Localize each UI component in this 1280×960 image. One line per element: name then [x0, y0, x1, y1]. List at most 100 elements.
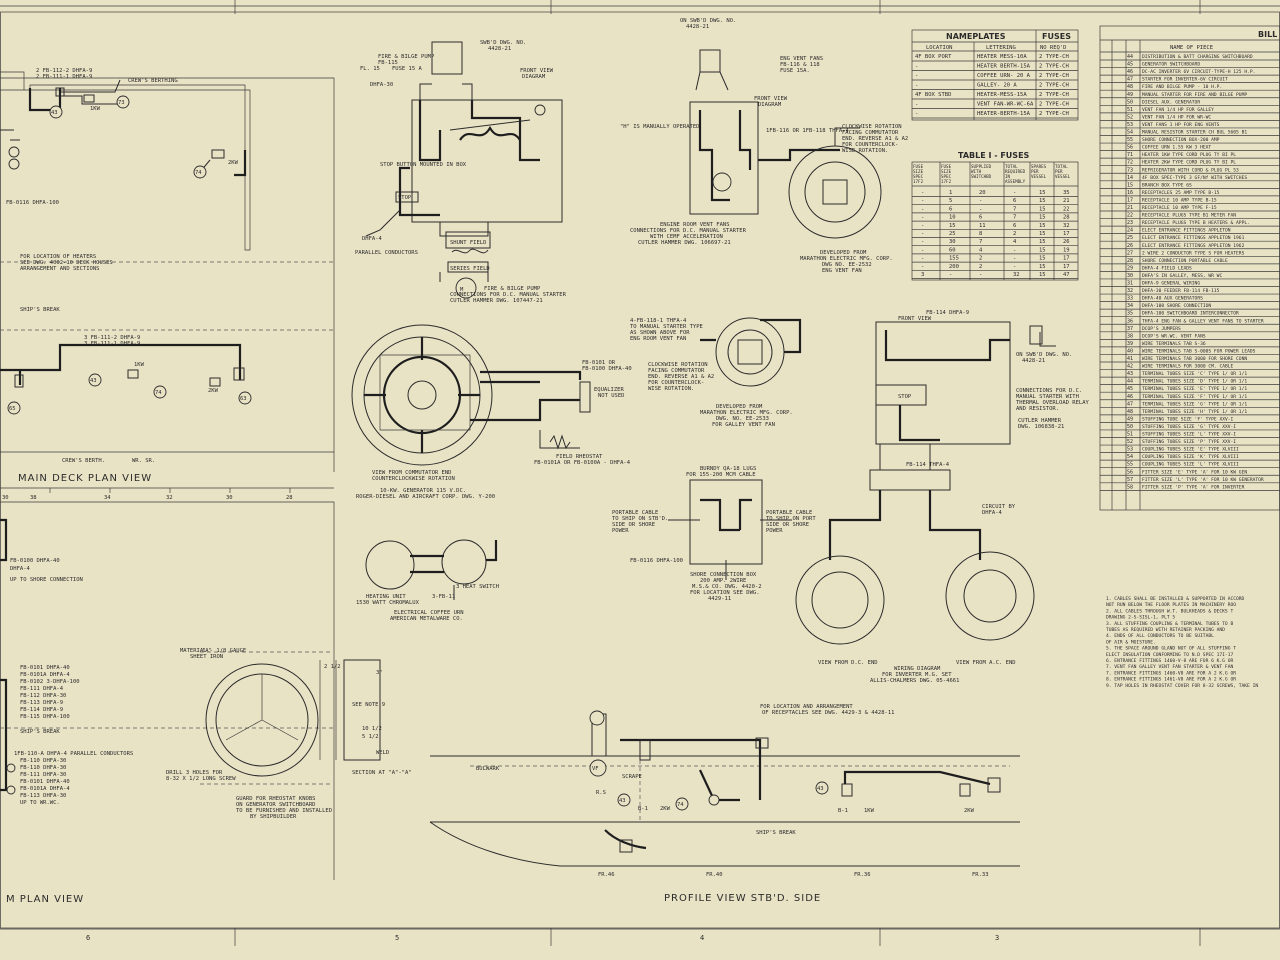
nameplate-lettering: HEATER-MESS-15A: [977, 92, 1027, 98]
bill-item-name: VENT FAN 1/4 HP FOR GALLEY: [1142, 107, 1214, 113]
nameplate-location: 4F BOX STBD: [915, 92, 951, 98]
ruler-32: 32: [166, 495, 173, 501]
table1-cell: 17: [1063, 256, 1070, 262]
main-deck-callouts: 43 73 74 43 74 63 65: [7, 95, 252, 415]
bill-item-name: FITTER SIZE 'E' TYPE 'A' FOR 10 KW GEN: [1142, 469, 1247, 475]
table1-header: VESSEL: [1055, 174, 1071, 179]
bill-item-name: DHFA-30 FEEDER FB-114 FB-115: [1142, 288, 1220, 294]
fb-list3-1: FB-0101A DHFA-4: [20, 786, 70, 792]
gen-fb0100: FB-0100 DHFA-40: [582, 366, 632, 372]
inv-wiring-1: WIRING DIAGRAM: [894, 666, 941, 672]
table1-cell: 32: [1063, 223, 1070, 229]
fb-list-7: FB-115 DHFA-100: [20, 714, 70, 720]
bill-item-no: 72: [1127, 160, 1133, 166]
vent-caption-2: CONNECTIONS FOR D.C. MANUAL STARTER: [630, 228, 747, 234]
profile-bulwark: BULWARK: [476, 766, 500, 772]
vent-fuse: FUSE 15A.: [780, 68, 810, 74]
shore-box-diagram: [668, 479, 792, 580]
bill-item-no: 55: [1127, 462, 1133, 468]
bill-item-name: DCOP'S WR.WC. VENT FANS: [1142, 333, 1206, 339]
vent-cw-1: CLOCKWISE ROTATION: [842, 124, 902, 130]
bill-item-name: TERMINAL TUBES SIZE 'G' TYPE 1/ OR 1/1: [1142, 401, 1247, 407]
vent-dev-3: DWG NO. EE-2532: [822, 262, 872, 268]
vent-cw-2: FACING COMMUTATOR: [842, 130, 899, 136]
table1-cell: -: [1013, 190, 1016, 196]
table1-cell: 15: [949, 223, 956, 229]
np-h-location: LOCATION: [926, 45, 953, 51]
table1-cell: 47: [1063, 272, 1070, 278]
coffee-caption-2: AMERICAN METALWARE CO.: [390, 616, 463, 622]
table1-header: REQUIRED: [1005, 169, 1026, 174]
table1-header: IN: [1005, 174, 1011, 179]
bill-item-name: DHFA'S IN GALLEY, MESS, WR WC: [1142, 273, 1222, 279]
main-deck-title: MAIN DECK PLAN VIEW: [18, 473, 152, 484]
guard-a-mark: "A": [202, 648, 212, 654]
table1-header: SIZE: [913, 169, 924, 174]
shore-lugs-2: FOR 155-200 MCM CABLE: [686, 472, 756, 478]
bill-item-no: 48: [1127, 84, 1133, 90]
bill-item-no: 23: [1127, 220, 1133, 226]
table1-cell: 6: [1013, 198, 1016, 204]
bill-item-name: DIESEL AUX. GENERATOR: [1142, 99, 1200, 105]
fb-list-2: FB-0102 3-DHFA-100: [20, 679, 80, 685]
np-h-lettering: LETTERING: [986, 45, 1016, 51]
bill-item-name: THFA-4 ENG FAN & GALLEY VENT FANS TO STA…: [1142, 318, 1264, 324]
bulb-73: 73: [118, 100, 125, 106]
frame-33: FR.33: [972, 872, 989, 878]
inv-fb: FB-114 DHFA-9: [926, 310, 969, 316]
bilge-diagram: DIAGRAM: [522, 74, 546, 80]
bill-item-no: 33: [1127, 296, 1133, 302]
profile-note-1: FOR LOCATION AND ARRANGEMENT: [760, 704, 853, 710]
bill-item-no: 52: [1127, 114, 1133, 120]
table1-cell: 4: [979, 247, 983, 253]
table1-cell: 35: [1063, 190, 1070, 196]
bill-item-name: ELECT ENTRANCE FITTINGS APPLETON 1962: [1142, 243, 1245, 249]
table1-cell: 2: [979, 264, 982, 270]
bill-item-no: 34: [1127, 303, 1133, 309]
heaters-note-3: ARRANGEMENT AND SECTIONS: [20, 266, 99, 272]
ships-break-1: SHIP'S BREAK: [20, 307, 60, 313]
note-line: 9. TAP HOLES IN RHEOSTAT COVER FOR 8-32 …: [1106, 683, 1258, 689]
guard-drill-1: DRILL 3 HOLES FOR: [166, 770, 223, 776]
inv-circuit-2: DHFA-4: [982, 510, 1003, 516]
label-2kw-b: 2KW: [208, 388, 219, 394]
bulb-63: 63: [240, 396, 247, 402]
bill-item-no: 31: [1127, 281, 1133, 287]
fb-list: FB-0101 DHFA-40 FB-0101A DHFA-4 FB-0102 …: [20, 665, 80, 720]
main-deck-plan: [0, 71, 336, 880]
table1-cell: -: [921, 231, 924, 237]
note-line: 4. ENDS OF ALL CONDUCTORS TO BE SUITABL: [1106, 633, 1214, 639]
note-line: 1. CABLES SHALL BE INSTALLED & SUPPORTED…: [1106, 596, 1245, 602]
bill-item-name: DHFA-9 GENERAL WIRING: [1142, 281, 1200, 287]
bill-item-name: COUPLING TUBES SIZE 'K' TYPE XLVIII: [1142, 454, 1239, 460]
bill-item-no: 54: [1127, 454, 1133, 460]
guard-dim-2: 2 1/2: [324, 664, 341, 670]
profile-b1: B-1: [638, 806, 648, 812]
coffee-heating-1: HEATING UNIT: [366, 594, 406, 600]
coffee-caption-1: ELECTRICAL COFFEE URN: [394, 610, 464, 616]
zone-5: 5: [395, 934, 399, 942]
bill-table: [1099, 25, 1280, 511]
galley-cw-3: END. REVERSE A1 & A2: [648, 374, 714, 380]
table1-cell: -: [979, 272, 982, 278]
bill-item-name: STUFFING TUBES SIZE 'G' TYPE XXV-I: [1142, 424, 1236, 430]
fb-list2-0: FB-110 DHFA-30: [20, 758, 66, 764]
table1-cell: 10: [949, 215, 956, 221]
guard-dim-3: 3": [376, 670, 383, 676]
bill-item-name: COFFEE URN 1.55 KW 3 HEAT: [1142, 145, 1211, 151]
galley-dev-4: FOR GALLEY VENT FAN: [712, 422, 775, 428]
nameplate-fuse: 2 TYPE-CH: [1039, 102, 1069, 108]
zone-ticks: [234, 0, 1201, 946]
fb-list-0: FB-0101 DHFA-40: [20, 665, 70, 671]
profile-b1b: B-1: [838, 808, 848, 814]
table1-cell: -: [1013, 247, 1016, 253]
nameplate-fuse: 2 TYPE-CH: [1039, 64, 1069, 70]
gen-caption2-1: 10-KW. GENERATOR 115 V.DC.: [380, 488, 466, 494]
table1-cell: 15: [1039, 264, 1046, 270]
bill-item-name: BRANCH BOX TYPE 6S: [1142, 182, 1192, 188]
heaters-note-1: FOR LOCATION OF HEATERS: [20, 254, 96, 260]
bill-item-no: 51: [1127, 432, 1133, 438]
coffee-urn-diagram: [365, 539, 498, 600]
